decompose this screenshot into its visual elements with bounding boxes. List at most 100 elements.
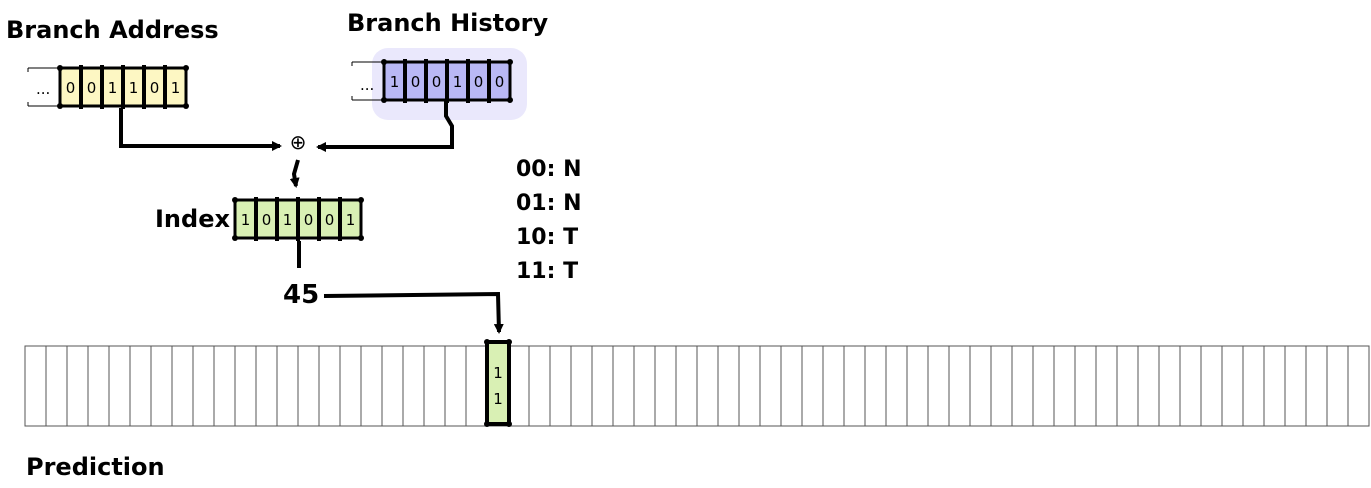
history-corner-dot [507, 59, 513, 65]
legend-entry: 10: T [516, 225, 578, 250]
table-entry [129, 345, 152, 427]
table-entry [822, 345, 845, 427]
table-entry [402, 345, 425, 427]
address-bit: 1 [108, 79, 118, 97]
table-entry [717, 345, 740, 427]
table-entry [1221, 345, 1244, 427]
table-entry [444, 345, 467, 427]
table-cells [24, 345, 1370, 427]
address-bit: 1 [129, 79, 139, 97]
address-bit: 0 [87, 79, 97, 97]
table-entry [1305, 345, 1328, 427]
table-entry [759, 345, 782, 427]
table-entry [1200, 345, 1223, 427]
history-bit: 1 [453, 73, 463, 91]
table-entry [864, 345, 887, 427]
counter-bit: 1 [493, 390, 503, 408]
history-bit: 0 [495, 73, 505, 91]
table-entry [1095, 345, 1118, 427]
table-entry [654, 345, 677, 427]
table-entry [1179, 345, 1202, 427]
address-truncation-bracket [27, 67, 60, 107]
table-entry [801, 345, 824, 427]
highlight-corner-dot [484, 421, 490, 427]
index-bit: 0 [325, 211, 335, 229]
table-entry [1242, 345, 1265, 427]
legend-entry: 00: N [516, 157, 581, 182]
index-value: 45 [283, 280, 319, 310]
table-entry [885, 345, 908, 427]
history-bit: 0 [411, 73, 421, 91]
branch-history-label: Branch History [347, 9, 548, 37]
index-bit: 0 [262, 211, 272, 229]
table-entry [276, 345, 299, 427]
index-bit: 0 [304, 211, 314, 229]
xor-to-index-arrow [289, 159, 300, 188]
highlighted-counter-cell: 11 [484, 339, 512, 427]
table-entry [108, 345, 131, 427]
table-entry [843, 345, 866, 427]
index-bit: 1 [346, 211, 356, 229]
xor-operator: ⊕ [290, 130, 307, 154]
prediction-label: Prediction [26, 453, 165, 481]
table-entry [780, 345, 803, 427]
highlight-corner-dot [484, 339, 490, 345]
counter-bit: 1 [493, 364, 503, 382]
table-entry [381, 345, 404, 427]
table-entry [1011, 345, 1034, 427]
index-corner-dot [358, 197, 364, 203]
address-bit: 1 [171, 79, 181, 97]
highlighted-entry-body [485, 340, 511, 426]
table-entry [570, 345, 593, 427]
legend-entry: 11: T [516, 259, 578, 284]
index-bit: 1 [283, 211, 293, 229]
address-ellipsis: ... [36, 80, 50, 98]
table-entry [192, 345, 215, 427]
table-entry [969, 345, 992, 427]
table-entry [1053, 345, 1076, 427]
table-entry [87, 345, 110, 427]
index-label: Index [155, 205, 230, 233]
table-entry [612, 345, 635, 427]
table-entry [423, 345, 446, 427]
counter-state-legend: 00: N 01: N 10: T 11: T [516, 157, 581, 284]
table-entry [696, 345, 719, 427]
address-bit: 0 [66, 79, 76, 97]
table-entry [234, 345, 257, 427]
table-entry [465, 345, 488, 427]
table-entry [1032, 345, 1055, 427]
table-entry [948, 345, 971, 427]
table-entry [528, 345, 551, 427]
highlight-corner-dot [506, 339, 512, 345]
table-entry [591, 345, 614, 427]
table-entry [927, 345, 950, 427]
table-entry [1347, 345, 1370, 427]
index-corner-dot [232, 197, 238, 203]
index-bit: 1 [241, 211, 251, 229]
prediction-table: 11 [24, 339, 1370, 427]
table-entry [1326, 345, 1349, 427]
address-corner-dot [183, 103, 189, 109]
table-entry [255, 345, 278, 427]
table-entry [1284, 345, 1307, 427]
table-entry [906, 345, 929, 427]
table-entry [45, 345, 68, 427]
table-entry [66, 345, 89, 427]
table-entry [990, 345, 1013, 427]
table-entry [360, 345, 383, 427]
address-corner-dot [57, 65, 63, 71]
address-to-xor-arrow [119, 108, 282, 151]
history-corner-dot [381, 97, 387, 103]
history-bit: 0 [432, 73, 442, 91]
index-corner-dot [232, 235, 238, 241]
table-entry [675, 345, 698, 427]
address-corner-dot [57, 103, 63, 109]
table-entry [339, 345, 362, 427]
address-bit: 0 [150, 79, 160, 97]
index-to-table-arrow [323, 291, 504, 334]
